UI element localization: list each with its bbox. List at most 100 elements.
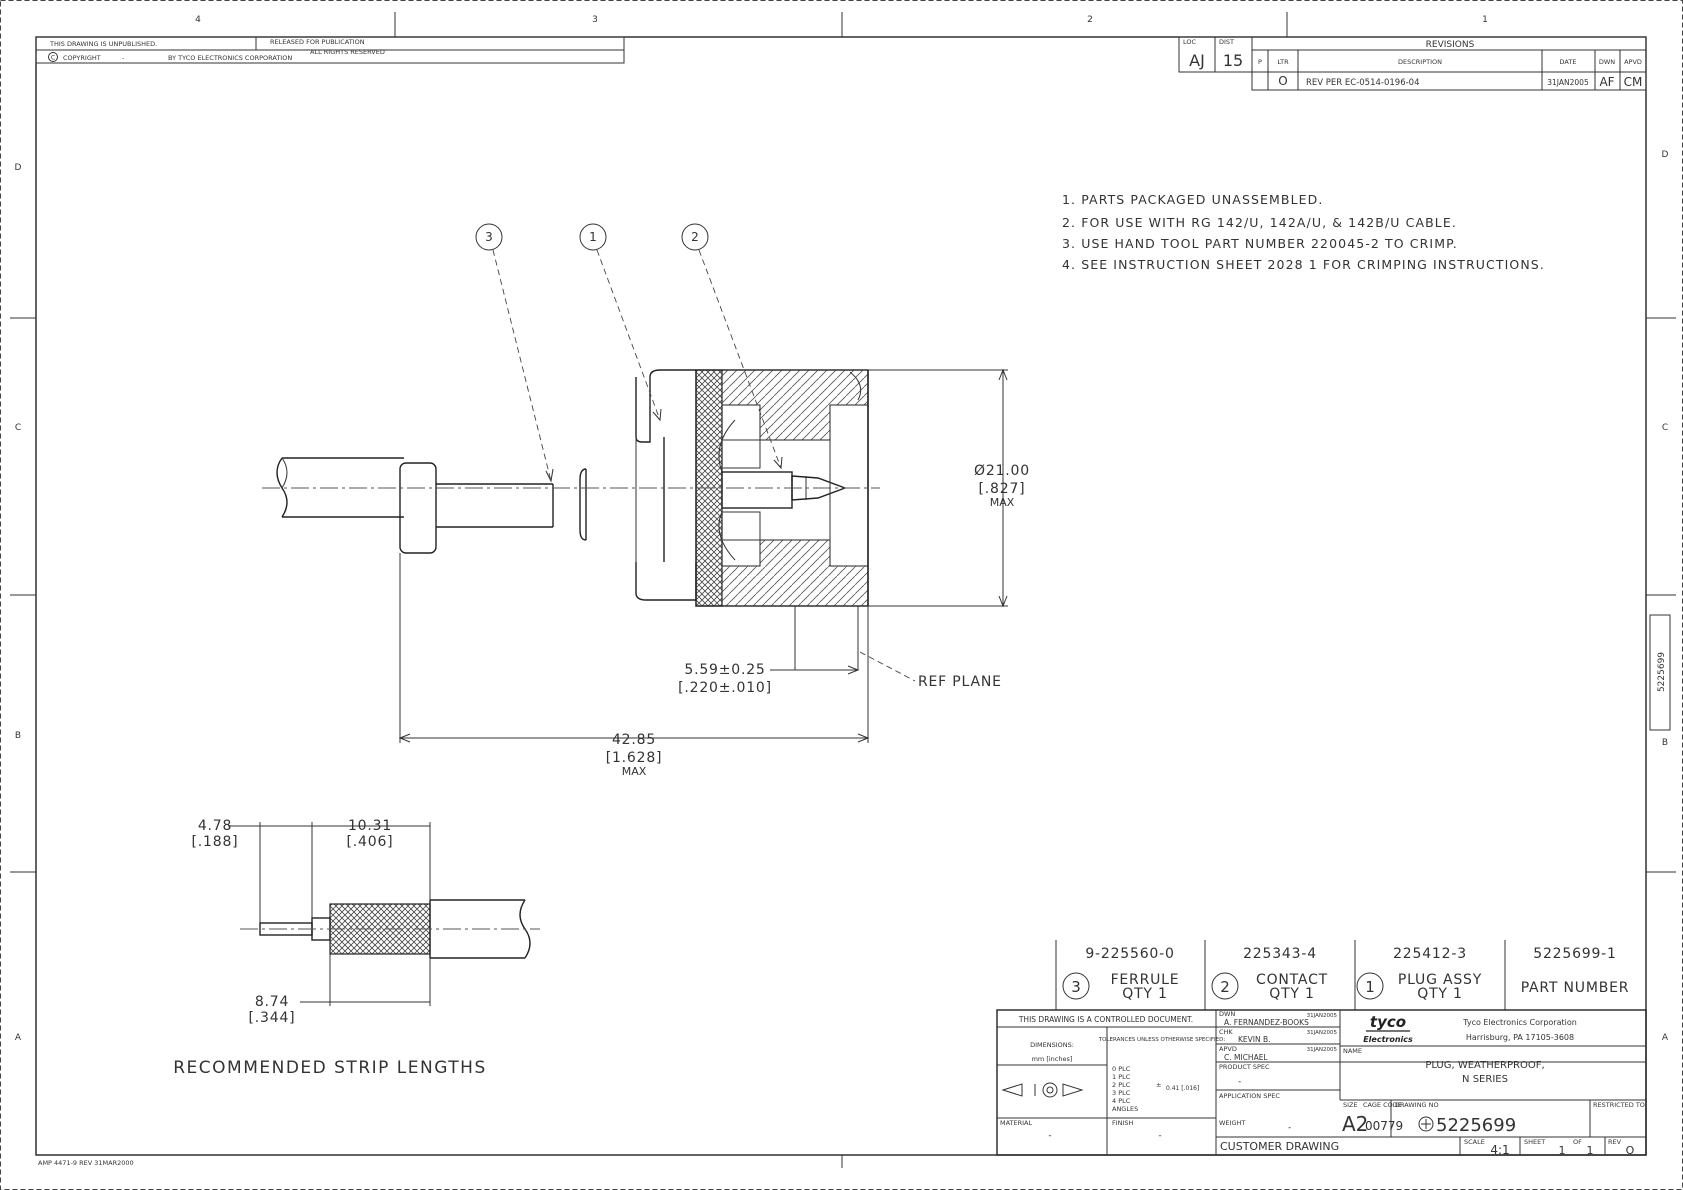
tol-value: 0.41 [.016] bbox=[1166, 1085, 1199, 1092]
dimensions-label: DIMENSIONS: bbox=[1030, 1041, 1074, 1049]
product-spec-value: - bbox=[1238, 1077, 1241, 1087]
connector-assembly-view bbox=[262, 369, 880, 607]
balloon-2-label: 2 bbox=[691, 230, 699, 244]
projection-symbol-icon bbox=[1001, 1082, 1084, 1098]
note-1: 1. PARTS PACKAGED UNASSEMBLED. bbox=[1062, 192, 1323, 207]
plc-3: 3 PLC bbox=[1112, 1089, 1131, 1097]
copyright-by: BY TYCO ELECTRONICS CORPORATION bbox=[168, 54, 292, 62]
rev-date: 31JAN2005 bbox=[1547, 78, 1589, 87]
sheet-value: 1 bbox=[1559, 1144, 1566, 1157]
bom-name-1: PLUG ASSY bbox=[1398, 972, 1482, 988]
rev-apvd: CM bbox=[1624, 75, 1643, 89]
col-ltr: LTR bbox=[1277, 58, 1289, 66]
scale-label: SCALE bbox=[1464, 1138, 1485, 1146]
note-2: 2. FOR USE WITH RG 142/U, 142A/U, & 142B… bbox=[1062, 215, 1457, 230]
revisions-block: LOC AJ DIST 15 REVISIONS P LTR DESCRIPTI… bbox=[1178, 36, 1647, 91]
zone-top-3: 3 bbox=[592, 15, 598, 25]
zone-labels-left: D C B A bbox=[15, 163, 22, 1043]
material-label: MATERIAL bbox=[1000, 1119, 1033, 1127]
strip-a-inches: [.188] bbox=[192, 834, 239, 850]
plc-2: 2 PLC bbox=[1112, 1081, 1131, 1089]
ref-dim-value: 5.59±0.25 bbox=[684, 662, 765, 678]
zone-left-b: B bbox=[15, 731, 21, 741]
unpublished-note: THIS DRAWING IS UNPUBLISHED. bbox=[49, 40, 157, 48]
tyco-logo: tyco Electronics bbox=[1363, 1013, 1413, 1044]
rev-value: O bbox=[1626, 1144, 1635, 1157]
note-3: 3. USE HAND TOOL PART NUMBER 220045-2 TO… bbox=[1062, 236, 1458, 251]
tolerances-label: TOLERANCES UNLESS OTHERWISE SPECIFIED: bbox=[1098, 1037, 1226, 1043]
cage-label: CAGE CODE bbox=[1363, 1101, 1402, 1109]
col-date: DATE bbox=[1560, 58, 1577, 66]
dist-label: DIST bbox=[1219, 38, 1234, 46]
bill-of-materials: 9-225560-0 3 FERRULE QTY 1 225343-4 2 CO… bbox=[1055, 940, 1630, 1010]
title-block: THIS DRAWING IS A CONTROLLED DOCUMENT. D… bbox=[996, 1009, 1647, 1157]
customer-drawing: CUSTOMER DRAWING bbox=[1220, 1140, 1339, 1153]
loc-label: LOC bbox=[1183, 38, 1197, 46]
drawing-number: 5225699 bbox=[1436, 1115, 1516, 1136]
plc-4: 4 PLC bbox=[1112, 1097, 1131, 1105]
diameter-inches: [.827] bbox=[979, 481, 1026, 497]
controlled-document: THIS DRAWING IS A CONTROLLED DOCUMENT. bbox=[1018, 1015, 1193, 1024]
chk-date: 31JAN2005 bbox=[1307, 1030, 1338, 1036]
strip-c-value: 8.74 bbox=[255, 994, 289, 1010]
bom-qty-3: QTY 1 bbox=[1122, 986, 1167, 1002]
application-spec-label: APPLICATION SPEC bbox=[1219, 1092, 1280, 1100]
company-name: Tyco Electronics Corporation bbox=[1462, 1018, 1577, 1027]
zone-top-4: 4 bbox=[195, 15, 201, 25]
rev-desc: REV PER EC-0514-0196-04 bbox=[1306, 78, 1419, 88]
balloon-1-label: 1 bbox=[589, 230, 597, 244]
zone-right-b: B bbox=[1662, 738, 1668, 748]
company-address: Harrisburg, PA 17105-3608 bbox=[1466, 1033, 1574, 1042]
bom-main-label: PART NUMBER bbox=[1521, 980, 1630, 996]
dist-value: 15 bbox=[1223, 51, 1243, 70]
bom-qty-1: QTY 1 bbox=[1417, 986, 1462, 1002]
sheet-label: SHEET bbox=[1524, 1138, 1545, 1146]
weight-value: - bbox=[1288, 1123, 1291, 1133]
finish-label: FINISH bbox=[1112, 1119, 1134, 1127]
apvd-date: 31JAN2005 bbox=[1307, 1047, 1338, 1053]
chk-name: KEVIN B. bbox=[1238, 1035, 1271, 1044]
bom-part-1: 225412-3 bbox=[1393, 946, 1467, 962]
strip-c-inches: [.344] bbox=[249, 1010, 296, 1026]
diameter-value: Ø21.00 bbox=[974, 463, 1030, 479]
zone-left-d: D bbox=[15, 163, 22, 173]
bom-main-part: 5225699-1 bbox=[1533, 946, 1617, 962]
tol-sign: ± bbox=[1156, 1081, 1161, 1089]
plc-0: 0 PLC bbox=[1112, 1065, 1131, 1073]
copyright-dash: - bbox=[122, 54, 125, 62]
zone-right-c: C bbox=[1662, 423, 1668, 433]
length-value: 42.85 bbox=[612, 732, 656, 748]
revisions-title: REVISIONS bbox=[1426, 40, 1475, 50]
note-4: 4. SEE INSTRUCTION SHEET 2028 1 FOR CRIM… bbox=[1062, 257, 1545, 272]
diameter-max: MAX bbox=[990, 496, 1015, 509]
balloon-3-label: 3 bbox=[485, 230, 493, 244]
col-description: DESCRIPTION bbox=[1398, 58, 1442, 66]
weight-label: WEIGHT bbox=[1219, 1119, 1245, 1127]
size-value: A2 bbox=[1342, 1112, 1368, 1136]
balloon-3 bbox=[475, 223, 503, 251]
dwn-date: 31JAN2005 bbox=[1307, 1013, 1338, 1019]
bom-item-1: 1 bbox=[1365, 978, 1375, 996]
drawing-no-label: DRAWING NO bbox=[1395, 1101, 1439, 1109]
strip-caption: RECOMMENDED STRIP LENGTHS bbox=[173, 1058, 487, 1078]
length-dimension: 42.85 [1.628] MAX bbox=[398, 553, 870, 778]
cage-value: 00779 bbox=[1365, 1119, 1403, 1133]
ref-plane-label: REF PLANE bbox=[918, 674, 1002, 690]
item-balloons: 3 1 2 bbox=[475, 223, 783, 483]
bom-qty-2: QTY 1 bbox=[1269, 986, 1314, 1002]
restricted-label: RESTRICTED TO bbox=[1593, 1101, 1645, 1109]
name-label: NAME bbox=[1343, 1047, 1362, 1055]
copyright-label: COPYRIGHT bbox=[63, 54, 101, 62]
col-p: P bbox=[1258, 58, 1262, 66]
bom-name-2: CONTACT bbox=[1256, 972, 1328, 988]
apvd-label: APVD bbox=[1219, 1045, 1237, 1053]
strip-a-value: 4.78 bbox=[198, 818, 232, 834]
product-spec-label: PRODUCT SPEC bbox=[1219, 1063, 1270, 1071]
plc-1: 1 PLC bbox=[1112, 1073, 1131, 1081]
zone-labels-top: 4 3 2 1 bbox=[195, 15, 1488, 25]
general-notes: 1. PARTS PACKAGED UNASSEMBLED. 2. FOR US… bbox=[1062, 192, 1545, 272]
zone-left-a: A bbox=[15, 1033, 22, 1043]
form-footer: AMP 4471-9 REV 31MAR2000 bbox=[38, 1159, 134, 1167]
zone-right-a: A bbox=[1662, 1033, 1669, 1043]
